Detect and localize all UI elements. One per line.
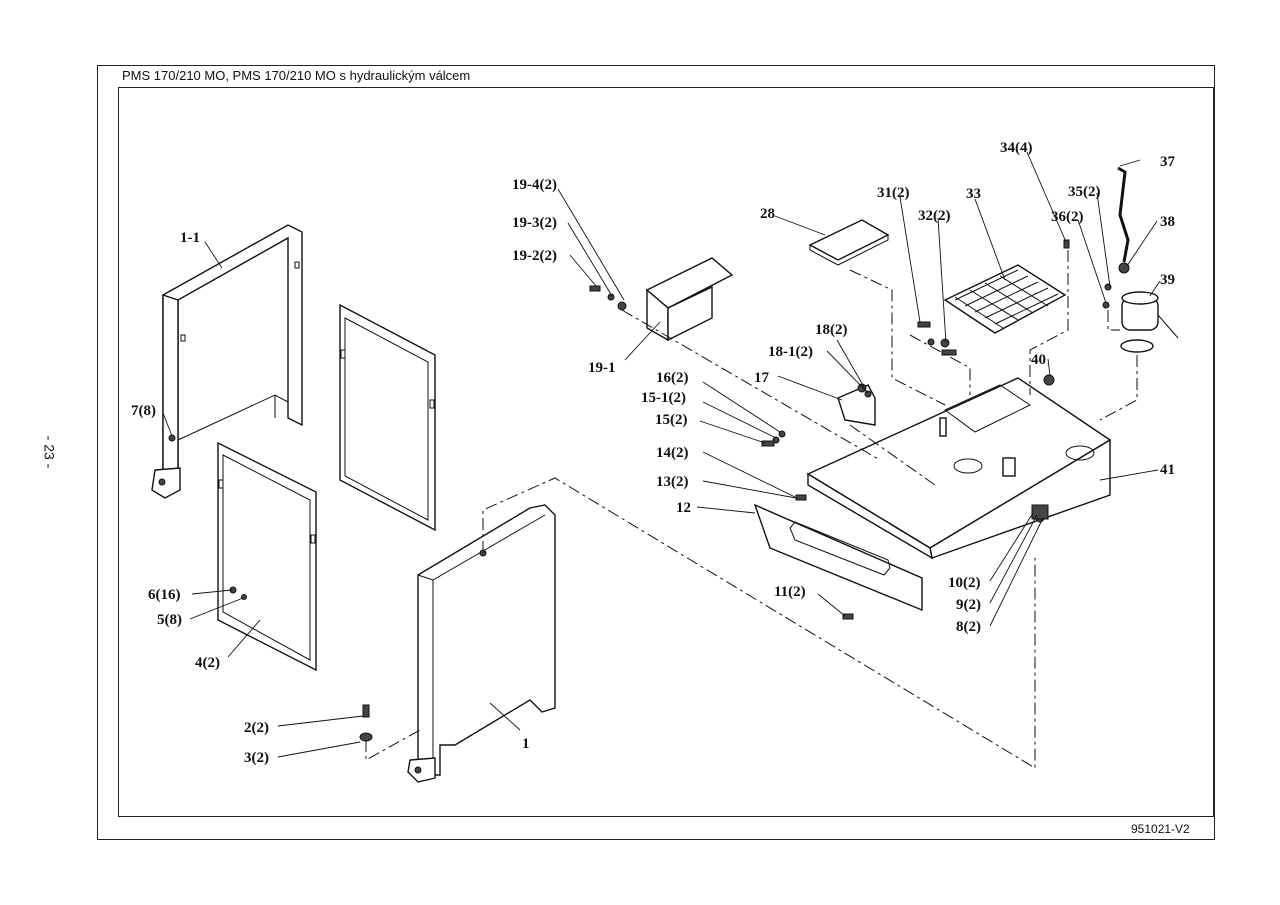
callout-4: 4(2): [195, 655, 220, 671]
part-39-motor: [1120, 291, 1179, 353]
callout-2: 2(2): [244, 720, 269, 736]
part-1-1-frame: [151, 224, 303, 499]
callout-14: 14(2): [656, 445, 689, 461]
callout-38: 38: [1160, 214, 1175, 230]
callout-17: 17: [754, 370, 770, 386]
callout-12: 12: [676, 500, 691, 516]
part-4-side-panel-b: [217, 441, 317, 672]
sheet-title: PMS 170/210 MO, PMS 170/210 MO s hydraul…: [122, 68, 471, 83]
callout-5: 5(8): [157, 612, 182, 628]
callout-37: 37: [1160, 154, 1176, 170]
callout-41: 41: [1160, 462, 1175, 478]
part-41-base: [806, 377, 1112, 560]
part-28-plate: [808, 219, 890, 266]
callout-3: 3(2): [244, 750, 269, 766]
assembly-lines: [365, 250, 1138, 769]
part-12-cover: [753, 503, 923, 612]
part-4-side-panel-a: [339, 303, 436, 532]
callout-15: 15(2): [655, 412, 688, 428]
part-33-mesh: [943, 264, 1067, 334]
callout-33: 33: [966, 186, 981, 202]
callout-19-1: 19-1: [588, 360, 616, 376]
callout-13: 13(2): [656, 474, 689, 490]
callout-6: 6(16): [148, 587, 181, 603]
callout-40: 40: [1031, 352, 1046, 368]
callout-19-2: 19-2(2): [512, 248, 557, 264]
callout-19-4: 19-4(2): [512, 177, 557, 193]
leader-lines: [162, 151, 1161, 758]
outer-frame: [97, 65, 1215, 840]
callout-31: 31(2): [877, 185, 910, 201]
callout-39: 39: [1160, 272, 1175, 288]
callout-1: 1: [522, 736, 530, 752]
callout-8: 8(2): [956, 619, 981, 635]
part-38-nut: [1118, 262, 1130, 274]
callout-15-1: 15-1(2): [641, 390, 686, 406]
callout-32: 32(2): [918, 208, 951, 224]
callout-7: 7(8): [131, 403, 156, 419]
part-1-cabinet: [407, 504, 556, 783]
drawing-number: 951021-V2: [1131, 822, 1190, 836]
callout-18: 18(2): [815, 322, 848, 338]
part-19-1-bracket: [645, 257, 734, 342]
inner-frame: [118, 87, 1214, 817]
callout-19-3: 19-3(2): [512, 215, 557, 231]
callout-16: 16(2): [656, 370, 689, 386]
callout-10: 10(2): [948, 575, 981, 591]
callout-34: 34(4): [1000, 140, 1033, 156]
callout-28: 28: [760, 206, 775, 222]
part-37-rod: [1117, 166, 1130, 263]
callout-9: 9(2): [956, 597, 981, 613]
callout-18-1: 18-1(2): [768, 344, 813, 360]
hardware-items: [168, 239, 1112, 742]
callout-36: 36(2): [1051, 209, 1084, 225]
callout-35: 35(2): [1068, 184, 1101, 200]
callout-labels: 1-1 7(8) 6(16) 5(8) 4(2) 2(2) 3(2) 1 19-…: [131, 140, 1176, 766]
callout-1-1: 1-1: [180, 230, 200, 246]
callout-11: 11(2): [774, 584, 806, 600]
